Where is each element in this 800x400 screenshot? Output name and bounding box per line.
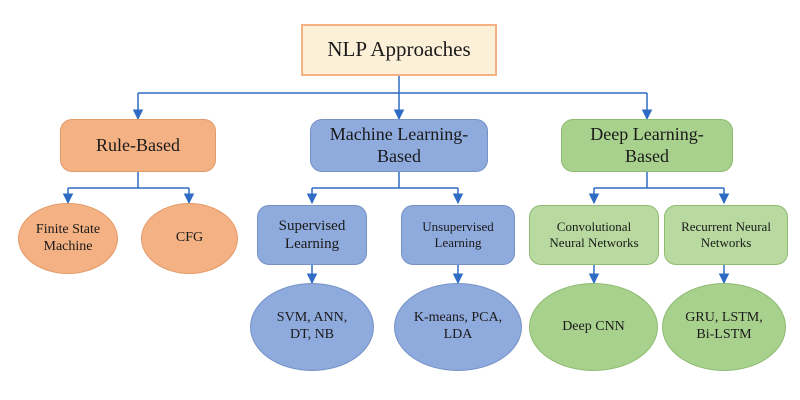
node-cfg: CFG (141, 203, 238, 274)
node-gru-lstm-bilstm: GRU, LSTM, Bi-LSTM (662, 283, 786, 371)
category-rule-based: Rule-Based (60, 119, 216, 172)
node-finite-state-machine: Finite State Machine (18, 203, 118, 274)
node-unsupervised-learning: Unsupervised Learning (401, 205, 515, 265)
category-deep-learning: Deep Learning- Based (561, 119, 733, 172)
node-kmeans-pca-lda: K-means, PCA, LDA (394, 283, 522, 371)
node-svm-ann-dt-nb: SVM, ANN, DT, NB (250, 283, 374, 371)
category-machine-learning: Machine Learning- Based (310, 119, 488, 172)
root-node: NLP Approaches (301, 24, 497, 76)
node-deep-cnn: Deep CNN (529, 283, 658, 371)
node-convolutional-neural-networks: Convolutional Neural Networks (529, 205, 659, 265)
node-supervised-learning: Supervised Learning (257, 205, 367, 265)
node-recurrent-neural-networks: Recurrent Neural Networks (664, 205, 788, 265)
